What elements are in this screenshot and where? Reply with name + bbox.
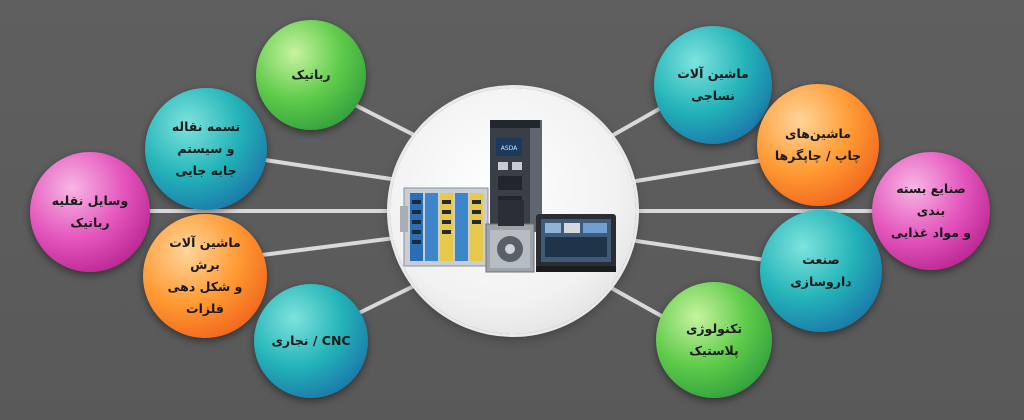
node-metal-machines-label: ماشین آلات برش و شکل دهی فلزات [167, 235, 243, 316]
node-textile-label: ماشین آلات نساجی [677, 66, 749, 103]
node-textile: ماشین آلات نساجی [654, 26, 772, 144]
node-pharma-label: صنعت داروسازی [790, 252, 852, 289]
connector-textile [606, 103, 668, 140]
servo-drives-plc-hmi-photo: ASDA [400, 120, 616, 273]
node-printing: ماشین‌های چاپ / چاپگرها [757, 84, 879, 206]
node-cnc: CNC / نجاری [254, 284, 368, 398]
node-cnc-label: CNC / نجاری [271, 333, 351, 349]
connector-robotics [353, 103, 422, 140]
connector-cnc [353, 281, 422, 317]
node-robotics: رباتیک [256, 20, 366, 130]
node-plastic-label: تکنولوژی پلاستیک [685, 321, 743, 358]
connector-metal-machines [260, 236, 397, 257]
node-metal-machines: ماشین آلات برش و شکل دهی فلزات [143, 214, 267, 338]
hmi-touchscreen-icon [536, 214, 616, 272]
connector-printing [628, 158, 767, 184]
hub-circle: ASDA [390, 88, 636, 334]
node-packaging: صنایع بسته بندی و مواد غذایی [872, 152, 990, 270]
node-robotic-vehicles-label: وسایل نقلیه رباتیک [51, 193, 129, 230]
node-conveyor: تسمه نقاله و سیستم جابه جایی [145, 88, 267, 210]
node-plastic: تکنولوژی پلاستیک [656, 282, 772, 398]
connector-conveyor [263, 158, 400, 182]
node-robotic-vehicles: وسایل نقلیه رباتیک [30, 152, 150, 272]
connector-pharma [628, 238, 767, 262]
node-conveyor-label: تسمه نقاله و سیستم جابه جایی [171, 119, 241, 178]
node-robotics-label: رباتیک [291, 67, 331, 83]
node-printing-label: ماشین‌های چاپ / چاپگرها [774, 126, 862, 163]
servo-motor-icon [485, 200, 535, 273]
plc-module-icon [400, 187, 489, 267]
node-packaging-label: صنایع بسته بندی و مواد غذایی [890, 181, 972, 240]
connector-plastic [604, 283, 667, 320]
svg-text:ASDA: ASDA [501, 145, 518, 152]
node-pharma: صنعت داروسازی [760, 210, 882, 332]
